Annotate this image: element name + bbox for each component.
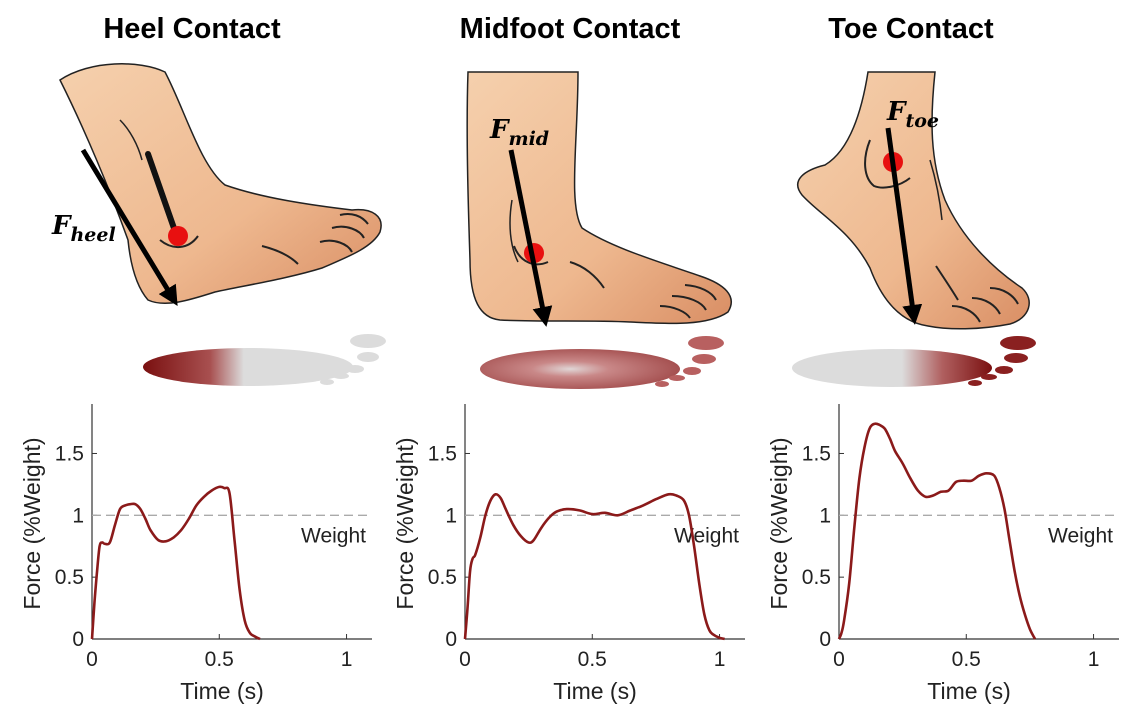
ankle-joint-marker bbox=[168, 226, 188, 246]
panel-title-heel: Heel Contact bbox=[103, 13, 281, 45]
x-tick-label: 1 bbox=[714, 648, 726, 671]
weight-reference-label: Weight bbox=[1048, 524, 1113, 547]
y-tick-label: 0 bbox=[445, 628, 457, 651]
x-tick-label: 0.5 bbox=[205, 648, 234, 671]
heel-force-label: Fheel bbox=[51, 211, 116, 246]
y-tick-label: 1 bbox=[72, 504, 84, 527]
heel-pressure-map bbox=[143, 334, 386, 386]
y-axis-label: Force (%Weight) bbox=[766, 437, 792, 609]
y-tick-label: 0 bbox=[72, 628, 84, 651]
x-tick-label: 0 bbox=[833, 648, 845, 671]
weight-reference-label: Weight bbox=[301, 524, 366, 547]
force-curve bbox=[463, 492, 725, 641]
y-tick-label: 1 bbox=[819, 504, 831, 527]
midfoot-force-label: Fmid bbox=[489, 115, 549, 150]
y-tick-label: 1.5 bbox=[428, 442, 457, 465]
x-tick-label: 0.5 bbox=[952, 648, 981, 671]
midfoot-pressure-map bbox=[480, 336, 724, 389]
panel-title-midfoot: Midfoot Contact bbox=[460, 13, 681, 45]
y-tick-label: 0.5 bbox=[428, 566, 457, 589]
y-tick-label: 0.5 bbox=[55, 566, 84, 589]
x-tick-label: 0 bbox=[459, 648, 471, 671]
y-tick-label: 1.5 bbox=[802, 442, 831, 465]
y-tick-label: 1 bbox=[445, 504, 457, 527]
weight-reference-label: Weight bbox=[674, 524, 739, 547]
force-curve bbox=[90, 485, 261, 641]
y-axis-label: Force (%Weight) bbox=[19, 437, 45, 609]
panel-title-toe: Toe Contact bbox=[828, 13, 994, 45]
y-tick-label: 0 bbox=[819, 628, 831, 651]
toe-foot-shape bbox=[796, 71, 1030, 330]
x-axis-label: Time (s) bbox=[927, 678, 1010, 704]
midfoot-foot-illustration: Fmid bbox=[466, 71, 732, 327]
x-tick-label: 0.5 bbox=[578, 648, 607, 671]
x-tick-label: 1 bbox=[341, 648, 353, 671]
x-tick-label: 0 bbox=[86, 648, 98, 671]
y-tick-label: 0.5 bbox=[802, 566, 831, 589]
toe-pressure-map bbox=[792, 336, 1036, 387]
heel-foot-shape bbox=[59, 63, 382, 305]
toe-force-label: Ftoe bbox=[886, 97, 939, 132]
y-tick-label: 1.5 bbox=[55, 442, 84, 465]
x-axis-label: Time (s) bbox=[553, 678, 636, 704]
y-axis-label: Force (%Weight) bbox=[392, 437, 418, 609]
toe-foot-illustration: Ftoe bbox=[796, 71, 1030, 330]
x-tick-label: 1 bbox=[1088, 648, 1100, 671]
midfoot-force-arrow bbox=[508, 149, 553, 327]
x-axis-label: Time (s) bbox=[180, 678, 263, 704]
heel-foot-illustration: Fheel bbox=[51, 63, 382, 306]
toe-force-arrow bbox=[885, 127, 923, 325]
force-curve bbox=[837, 422, 1037, 640]
heel-force-arrow bbox=[80, 148, 178, 306]
